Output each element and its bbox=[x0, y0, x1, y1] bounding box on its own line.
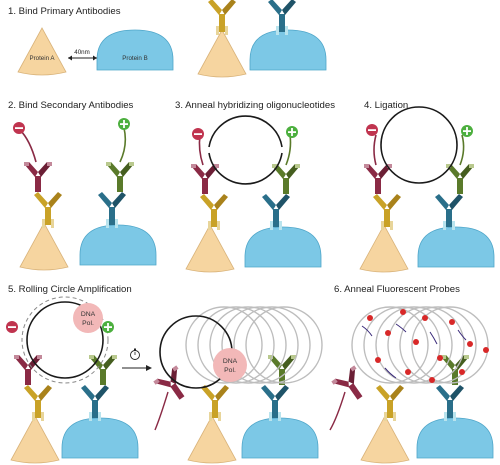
secondary-antibody-plus bbox=[89, 355, 117, 385]
step-1-title: 1. Bind Primary Antibodies bbox=[8, 6, 121, 17]
protein-b-shape bbox=[241, 417, 319, 459]
oligo-minus bbox=[329, 391, 346, 431]
plus-sign-icon bbox=[118, 118, 130, 130]
primary-antibody-a bbox=[201, 385, 229, 421]
dna-pol-label-2: Pol. bbox=[82, 320, 94, 327]
primary-antibody-a bbox=[24, 385, 52, 421]
plus-sign-icon bbox=[286, 126, 298, 138]
distance-label: 40nm bbox=[74, 49, 89, 56]
protein-b-shape bbox=[417, 226, 495, 268]
primary-antibody-a bbox=[373, 194, 401, 230]
oligo-minus bbox=[373, 134, 377, 166]
rca-progress-dashed bbox=[21, 296, 109, 384]
step-4-title: 4. Ligation bbox=[364, 100, 408, 111]
protein-b-shape bbox=[249, 29, 327, 71]
panel-3 bbox=[185, 115, 322, 273]
dna-pol-label-1: DNA bbox=[81, 311, 96, 318]
fluorescent-probes bbox=[367, 309, 489, 383]
protein-a-shape bbox=[185, 224, 235, 273]
panel-5: DNA Pol. DNA Pol. bbox=[6, 296, 323, 464]
primary-antibody-b bbox=[261, 385, 289, 421]
rca-product-loops bbox=[351, 306, 489, 384]
dna-pol-label-1: DNA bbox=[223, 358, 238, 365]
dna-polymerase bbox=[73, 303, 103, 333]
panel-1: Protein A Protein B 40nm bbox=[17, 0, 327, 78]
plus-sign-icon bbox=[102, 321, 114, 333]
secondary-antibody-plus bbox=[446, 164, 474, 194]
protein-b-label: Protein B bbox=[122, 55, 147, 62]
protein-b-shape bbox=[416, 417, 494, 459]
minus-sign-icon bbox=[192, 128, 204, 140]
secondary-antibody-minus bbox=[24, 162, 52, 192]
secondary-antibody-minus bbox=[331, 365, 372, 407]
ligated-circle bbox=[380, 106, 458, 184]
protein-a-shape bbox=[187, 415, 237, 464]
oligo-plus bbox=[119, 127, 127, 163]
oligo-minus bbox=[19, 129, 37, 163]
protein-b-shape bbox=[244, 226, 322, 268]
secondary-antibody-minus bbox=[153, 365, 194, 407]
dna-pol-label-2: Pol. bbox=[224, 367, 236, 374]
primary-antibody-b bbox=[98, 192, 126, 228]
panel-4 bbox=[359, 106, 495, 273]
primary-antibody-a bbox=[34, 192, 62, 228]
distance-arrow-icon bbox=[68, 55, 97, 61]
step-5-title: 5. Rolling Circle Amplification bbox=[8, 284, 132, 295]
protein-b-shape bbox=[61, 417, 139, 459]
protein-a-label: Protein A bbox=[29, 55, 55, 62]
rca-product-loops bbox=[185, 306, 323, 384]
step-6-title: 6. Anneal Fluorescent Probes bbox=[334, 284, 460, 295]
primary-antibody-a bbox=[376, 385, 404, 421]
oligo-plus bbox=[285, 134, 292, 166]
primary-antibody-b bbox=[262, 194, 290, 230]
protein-b-shape bbox=[96, 29, 174, 71]
panel-2 bbox=[13, 118, 157, 271]
template-circle bbox=[26, 301, 104, 379]
secondary-antibody-minus bbox=[14, 355, 42, 385]
stopwatch-icon bbox=[130, 348, 140, 360]
probe-oligos bbox=[361, 323, 467, 379]
secondary-antibody-minus bbox=[364, 164, 392, 194]
circle-oligo-upper bbox=[208, 115, 283, 148]
oligo-minus bbox=[154, 391, 169, 431]
dna-polymerase bbox=[213, 348, 247, 382]
protein-a-shape bbox=[360, 415, 410, 464]
secondary-antibody-plus bbox=[106, 162, 134, 192]
primary-antibody-a bbox=[208, 0, 236, 35]
protein-a-shape bbox=[17, 27, 67, 76]
protein-a-shape bbox=[359, 224, 409, 273]
protein-b-shape bbox=[79, 224, 157, 266]
oligo-plus bbox=[459, 134, 465, 166]
protein-a-shape bbox=[10, 415, 60, 464]
protein-a-shape bbox=[19, 222, 69, 271]
primary-antibody-b bbox=[435, 194, 463, 230]
circle-oligo-lower bbox=[208, 152, 283, 185]
right-arrow-icon bbox=[122, 365, 152, 371]
minus-sign-icon bbox=[6, 321, 18, 333]
primary-antibody-b bbox=[81, 385, 109, 421]
step-3-title: 3. Anneal hybridizing oligonucleotides bbox=[175, 100, 335, 111]
step-2-title: 2. Bind Secondary Antibodies bbox=[8, 100, 134, 111]
primary-antibody-b bbox=[436, 385, 464, 421]
protein-a-shape bbox=[197, 29, 247, 78]
plus-sign-icon bbox=[461, 125, 473, 137]
minus-sign-icon bbox=[366, 124, 378, 136]
primary-antibody-a bbox=[200, 194, 228, 230]
minus-sign-icon bbox=[13, 122, 25, 134]
panel-6 bbox=[329, 306, 494, 464]
